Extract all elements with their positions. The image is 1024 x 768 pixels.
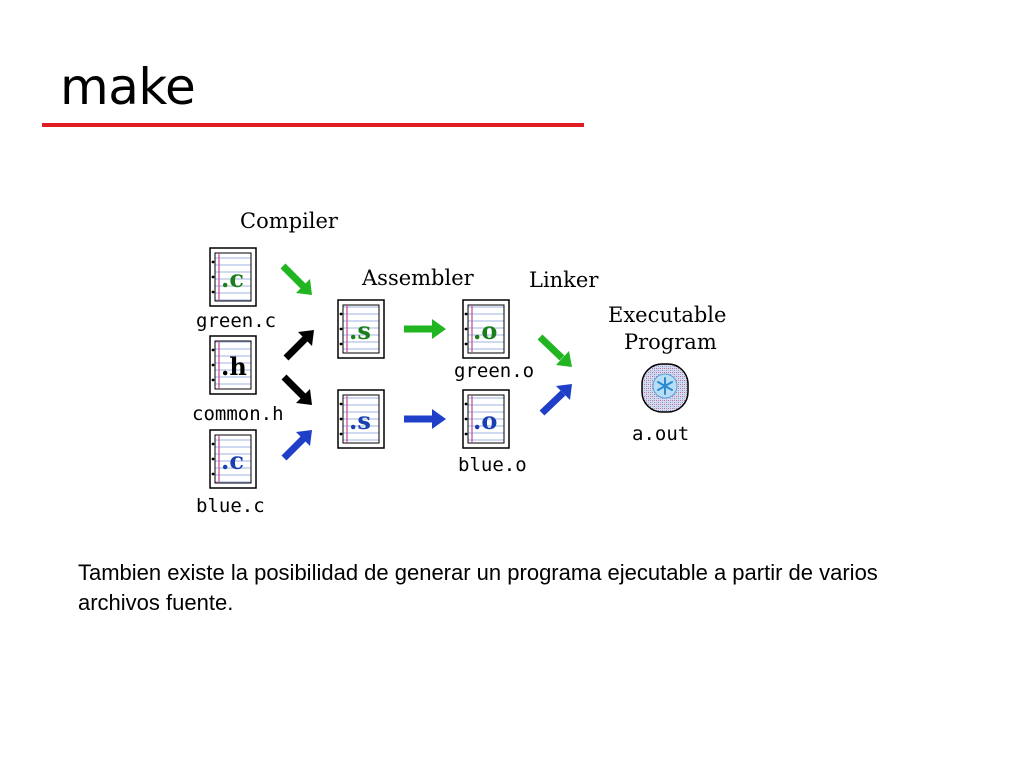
file-icon-blue-c: .c (209, 429, 257, 489)
file-ext: .o (473, 406, 497, 435)
slide-title: make (60, 58, 196, 116)
linker-label: Linker (529, 268, 599, 292)
arrow-blue-c-to-s-icon (281, 430, 312, 461)
executable-gear-icon (641, 363, 689, 413)
arrow-green-c-to-s-icon (280, 263, 312, 295)
file-name-blue-o: blue.o (458, 454, 527, 476)
arrow-green-s-to-o-icon (404, 319, 446, 339)
compiler-label: Compiler (240, 209, 339, 233)
file-name-green-c: green.c (196, 310, 276, 332)
arrow-common-h-to-green-s-icon (283, 330, 314, 361)
file-ext: .o (473, 316, 497, 345)
file-icon-common-h: .h (209, 335, 257, 395)
executable-label-line1: Executable (608, 303, 726, 327)
file-icon-blue-s: .s (337, 389, 385, 449)
slide-caption: Tambien existe la posibilidad de generar… (78, 560, 878, 615)
file-icon-green-s: .s (337, 299, 385, 359)
executable-label-line2: Program (624, 330, 717, 354)
arrow-blue-o-to-exe-icon (539, 384, 572, 416)
file-ext: .s (349, 406, 371, 435)
file-icon-green-o: .o (462, 299, 510, 359)
file-ext: .c (221, 446, 244, 475)
file-ext: .c (221, 264, 244, 293)
file-icon-blue-o: .o (462, 389, 510, 449)
arrow-green-o-to-exe-icon (537, 334, 572, 367)
file-icon-green-c: .c (209, 247, 257, 307)
title-underline (42, 123, 584, 127)
arrow-common-h-to-blue-s-icon (281, 374, 312, 405)
file-name-a-out: a.out (632, 423, 689, 445)
assembler-label: Assembler (361, 266, 475, 290)
file-name-common-h: common.h (192, 403, 284, 425)
file-ext: .s (349, 316, 371, 345)
file-name-blue-c: blue.c (196, 495, 265, 517)
file-name-green-o: green.o (454, 360, 534, 382)
file-ext: .h (221, 352, 247, 381)
arrow-blue-s-to-o-icon (404, 409, 446, 429)
